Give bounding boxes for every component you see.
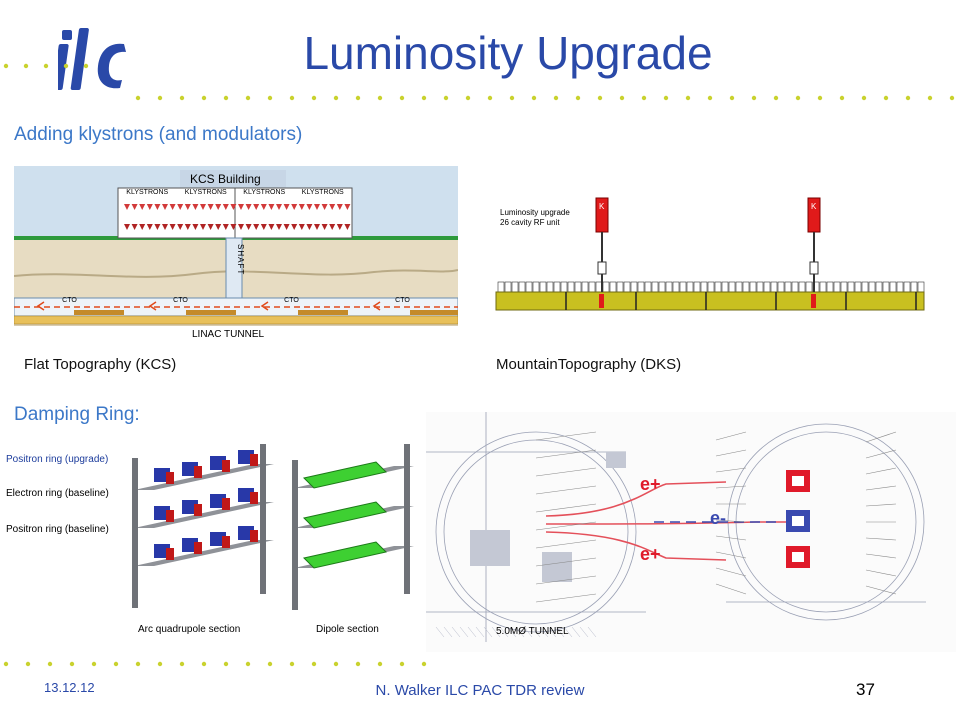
dks-diagram: K K Luminosity upgrade 26 cavity RF unit — [492, 194, 928, 312]
ring-label: Positron ring (baseline) — [6, 524, 109, 535]
kcs-caption: Flat Topography (KCS) — [24, 356, 177, 373]
ring-label: Electron ring (baseline) — [6, 488, 109, 499]
klystron-mark: K — [811, 202, 817, 211]
cto-label: CTO — [395, 297, 410, 304]
ring-label: Positron ring (upgrade) — [6, 454, 109, 465]
kcs-diagram: KCS Building KLYSTRONS KLYSTRONS KLYSTRO… — [13, 166, 460, 346]
page-number: 37 — [856, 680, 875, 699]
tunnel-size-label: 5.0MØ TUNNEL — [496, 626, 569, 637]
klystron-label: KLYSTRONS — [184, 189, 227, 196]
cto-label-row: CTO CTO CTO CTO — [14, 297, 458, 304]
dks-note-line: Luminosity upgrade — [500, 208, 570, 217]
damping-ring-magnet-diagram: Positron ring (upgrade) Electron ring (b… — [4, 438, 430, 642]
cto-label: CTO — [173, 297, 188, 304]
cto-label: CTO — [284, 297, 299, 304]
dks-note: Luminosity upgrade 26 cavity RF unit — [500, 208, 570, 228]
section-label: Arc quadrupole section — [138, 624, 241, 635]
klystron-label: KLYSTRONS — [126, 189, 169, 196]
footer-date: 13.12.12 — [44, 680, 95, 695]
dks-caption: MountainTopography (DKS) — [496, 356, 682, 373]
klystron-label-row: KLYSTRONS KLYSTRONS KLYSTRONS KLYSTRONS — [118, 189, 352, 196]
footer-dotted-rule — [3, 661, 427, 667]
top-left-dotted-rule — [3, 63, 89, 69]
shaft-label: SHAFT — [236, 244, 245, 276]
slide-title: Luminosity Upgrade — [303, 27, 713, 79]
klystron-mark: K — [599, 202, 605, 211]
title-dotted-rule — [135, 95, 955, 101]
cto-label: CTO — [62, 297, 77, 304]
dks-klystron-unit — [595, 197, 609, 308]
dks-note-line: 26 cavity RF unit — [500, 218, 560, 227]
kcs-building-label: KCS Building — [190, 172, 261, 186]
footer-center-text: N. Walker ILC PAC TDR review — [375, 682, 585, 699]
electron-label: e- — [710, 508, 727, 528]
klystron-label: KLYSTRONS — [243, 189, 286, 196]
positron-label: e+ — [640, 544, 661, 564]
section-heading-damping-ring: Damping Ring: — [14, 404, 140, 425]
linac-tunnel-label: LINAC TUNNEL — [192, 329, 265, 340]
positron-label: e+ — [640, 474, 661, 494]
section-label: Dipole section — [316, 624, 379, 635]
tunnel-cross-section-diagram: e+ e+ e- 5.0MØ TUNNEL — [426, 412, 956, 652]
section-heading-klystrons: Adding klystrons (and modulators) — [14, 124, 303, 145]
klystron-label: KLYSTRONS — [301, 189, 344, 196]
dks-klystron-unit — [807, 197, 821, 308]
